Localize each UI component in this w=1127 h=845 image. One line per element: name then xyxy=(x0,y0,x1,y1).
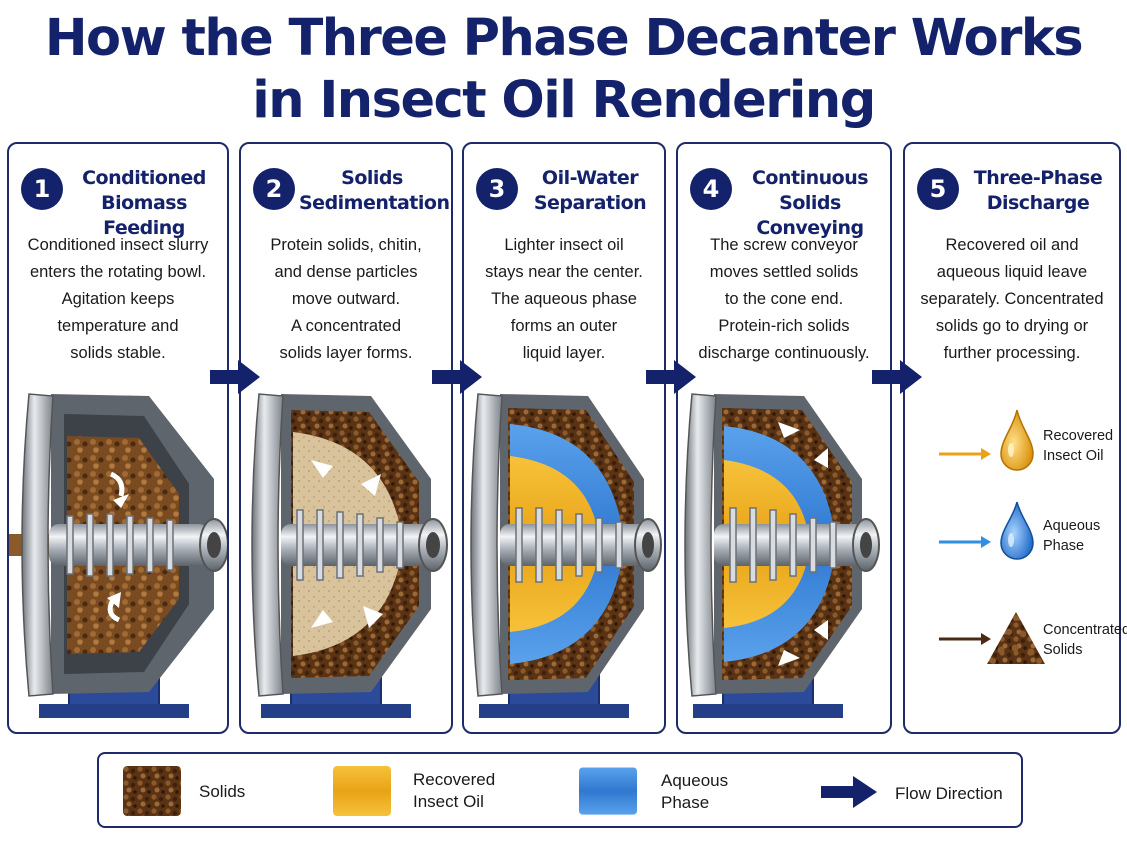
legend-aqueous-swatch xyxy=(579,767,637,815)
aqueous-outlet-arrow xyxy=(939,536,991,548)
flow-arrow-3 xyxy=(646,360,696,394)
decanter-feeding-illustration xyxy=(9,393,227,718)
flow-arrow-4 xyxy=(872,360,922,394)
step-number-badge: 2 xyxy=(253,168,295,210)
legend-solids-swatch xyxy=(123,766,181,816)
legend-flow-arrow-icon xyxy=(821,776,877,808)
legend-flow-label: Flow Direction xyxy=(895,784,1003,803)
step-number-badge: 1 xyxy=(21,168,63,210)
page-title-line-1: How the Three Phase Decanter Works xyxy=(44,9,1084,68)
solids-pile-icon xyxy=(987,612,1045,664)
legend-solids-label: Solids xyxy=(199,782,246,801)
flow-arrow-2 xyxy=(432,360,482,394)
decanter-conveying-illustration xyxy=(684,393,880,718)
water-drop-icon xyxy=(1000,501,1034,560)
step-number-badge: 3 xyxy=(476,168,518,210)
page-title-line-2: in Insect Oil Rendering xyxy=(252,71,876,130)
decanter-oil-water-illustration xyxy=(470,393,662,718)
step-number-badge: 4 xyxy=(690,168,732,210)
solids-outlet-arrow xyxy=(939,633,991,645)
legend-oil-swatch xyxy=(333,766,391,816)
oil-outlet-arrow xyxy=(939,448,991,460)
flow-arrow-1 xyxy=(210,360,260,394)
decanter-sedimentation-illustration xyxy=(251,393,448,718)
oil-drop-icon xyxy=(1000,409,1034,471)
step-number-badge: 5 xyxy=(917,168,959,210)
step-description: Protein solids, chitin,and dense particl… xyxy=(270,236,422,362)
